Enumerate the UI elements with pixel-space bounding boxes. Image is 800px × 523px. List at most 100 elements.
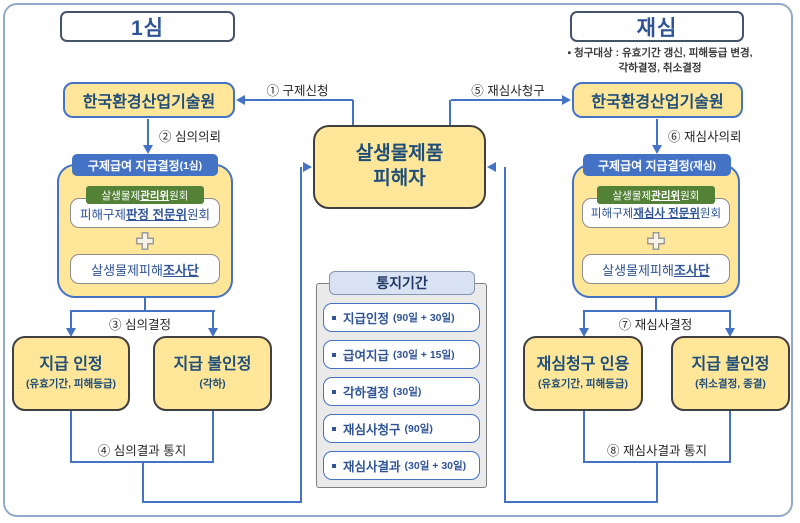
connector-line [583,310,731,312]
outcome-title: 지급 불인정 [691,355,770,373]
notice-item-period: (30일 + 15일) [393,349,455,361]
notice-item-name: 급여지급 [343,349,390,363]
bullet-icon [332,463,336,468]
connector-line [451,99,563,101]
retrial-note-line2: 각하결정, 취소결정 [618,61,702,74]
decision-title-left-text: 구제급여 지급결정 [87,158,180,173]
arrowhead-down-icon [579,328,589,337]
header-first-trial-label: 1심 [131,16,164,40]
bullet-icon [332,389,336,394]
connector-line [504,501,658,503]
decision-title-left-suffix: (1심) [179,159,203,172]
expert-text: 피해구제 [590,208,634,220]
connector-line [656,461,658,503]
outcome-title: 지급 인정 [39,355,103,373]
arrowhead-down-icon [66,328,76,337]
step8-label: ⑧ 재심사결과 통지 [607,444,707,458]
decision-title-right-text: 구제급여 지급결정 [598,158,690,173]
notice-item-name: 재심사청구 [343,423,401,437]
diagram-border [3,3,793,517]
team-text-em: 조사단 [673,262,710,278]
notice-item: 각하결정 (30일) [323,377,480,406]
victim-line2: 피해자 [373,168,426,189]
expert-text-em: 판정 전문위 [126,207,187,222]
expert-text: 원회 [699,208,722,220]
step7-label: ⑦ 재심사결정 [618,318,693,332]
plus-icon [647,232,665,250]
outcome-approve-left: 지급 인정 (유효기간, 피해등급) [12,336,130,411]
step1-label: ① 구제신청 [266,84,329,98]
notice-title: 통지기간 [376,275,428,291]
step3-label: ③ 심의결정 [109,318,171,332]
agency-right-label: 한국환경산업기술원 [591,94,724,111]
notice-item-name: 재심사결과 [343,460,401,474]
step6-label: ⑥ 재심사의뢰 [668,130,742,144]
connector-line [583,311,585,329]
committee-text-em: 관리위 [140,189,170,202]
notice-item-period: (90일 + 30일) [393,312,455,324]
connector-line [300,167,302,503]
notice-item: 지급인정 (90일 + 30일) [323,303,480,332]
step2-label: ② 심의의뢰 [159,130,221,144]
committee-text: 살생물제 [101,189,141,202]
retrial-note-line1: ▪ 청구대상 : 유효기간 갱신, 피해등급 변경, [567,47,753,59]
outcome-sub: (유효기간, 피해등급) [25,378,117,391]
notice-item: 급여지급 (30일 + 15일) [323,340,480,369]
arrowhead-right-icon [303,162,312,172]
committee-text: 원회 [169,189,189,202]
decision-title-right-suffix: (재심) [689,159,716,172]
outcome-reject-left: 지급 불인정 (각하) [153,336,272,411]
committee-text-em: 관리위 [651,189,681,202]
victim-box: 살생물제품 피해자 [313,125,486,209]
connector-line [70,311,72,329]
bullet-icon [332,426,336,431]
notice-item-name: 지급인정 [343,312,390,326]
expert-text-em: 재심사 전문위 [633,208,700,220]
header-first-trial: 1심 [60,11,235,42]
arrowhead-left-icon [236,95,245,105]
connector-line [504,167,506,503]
arrowhead-left-icon [487,162,496,172]
step4-label: ④ 심의결과 통지 [97,444,187,458]
connector-line [583,411,585,463]
notice-item: 재심사결과 (30일 + 30일) [323,451,480,480]
arrowhead-right-icon [562,95,571,105]
notice-item: 재심사청구 (90일) [323,414,480,443]
step5-label: ⑤ 재심사청구 [471,84,545,98]
connector-line [147,119,149,147]
notice-item-name: 각하결정 [343,386,390,400]
expert-text: 원회 [186,207,210,222]
victim-line1: 살생물제품 [355,143,444,165]
outcome-title: 지급 불인정 [173,355,252,373]
retrial-note: ▪ 청구대상 : 유효기간 갱신, 피해등급 변경, 각하결정, 취소결정 [540,46,780,75]
header-retrial: 재심 [570,11,744,42]
header-retrial-label: 재심 [636,16,678,40]
connector-line [142,501,302,503]
arrowhead-down-icon [652,145,662,154]
bullet-icon [332,352,336,357]
connector-line [729,411,731,463]
connector-line [352,100,354,126]
team-text-em: 조사단 [162,262,199,278]
arrowhead-down-icon [208,328,218,337]
committee-text: 원회 [680,189,700,202]
decision-title-left: 구제급여 지급결정(1심) [72,154,218,176]
connector-line [70,310,215,312]
outcome-title: 재심청구 인용 [536,355,630,373]
committee-text: 살생물제 [612,189,652,202]
arrowhead-down-icon [143,145,153,154]
notice-item-period: (30일) [393,386,422,398]
connector-line [212,411,214,463]
connector-line [142,461,144,503]
connector-line [656,119,658,147]
bullet-icon [332,315,336,320]
connector-line [212,311,214,329]
team-text: 살생물제피해 [602,262,674,278]
connector-line [144,298,146,311]
outcome-sub: (유효기간, 피해등급) [537,378,629,391]
arrowhead-down-icon [725,328,735,337]
